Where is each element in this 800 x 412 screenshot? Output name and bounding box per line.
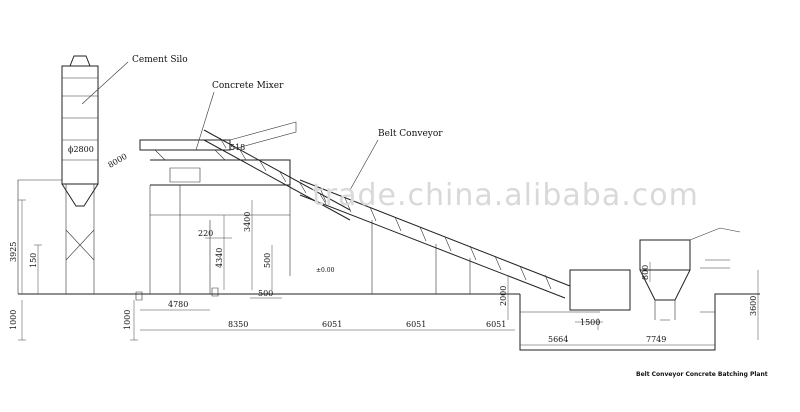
mixer-leader xyxy=(195,91,215,151)
dim-1500: 1500 xyxy=(580,318,600,327)
mixer-platform xyxy=(135,121,297,301)
dim-4340: 4340 xyxy=(215,248,224,268)
dimension-lines xyxy=(18,199,759,346)
silo-leader xyxy=(81,61,129,105)
dim-3400: 3400 xyxy=(243,212,252,232)
dim-6051-b: 6051 xyxy=(406,320,426,329)
watermark: trade.china.alibaba.com xyxy=(312,178,699,213)
dim-8350: 8350 xyxy=(228,320,248,329)
dim-5664: 5664 xyxy=(548,335,568,344)
belt-conveyor-label: Belt Conveyor xyxy=(378,129,443,139)
dim-4780: 4780 xyxy=(168,300,188,309)
dim-2000: 2000 xyxy=(499,286,508,306)
concrete-mixer-label: Concrete Mixer xyxy=(212,81,284,91)
level-mark: ±0.00 xyxy=(316,267,335,274)
dim-6051-c: 6051 xyxy=(486,320,506,329)
conveyor-leader xyxy=(349,139,379,191)
dim-6051-a: 6051 xyxy=(322,320,342,329)
inclined-conveyor-upper xyxy=(203,129,351,221)
dim-8000: 8000 xyxy=(107,152,129,170)
ground-line xyxy=(18,293,760,351)
dim-1000-left: 1000 xyxy=(9,310,18,330)
dim-500-b: 500 xyxy=(263,253,272,268)
caption: Belt Conveyor Concrete Batching Plant xyxy=(636,371,768,378)
dim-800: 800 xyxy=(641,265,650,280)
silo-diameter: ϕ2800 xyxy=(68,145,94,154)
dim-1000-mid: 1000 xyxy=(123,310,132,330)
dim-3600: 3600 xyxy=(749,296,758,316)
dim-518: 518 xyxy=(230,143,245,152)
aggregate-bins xyxy=(569,227,741,321)
dim-220: 220 xyxy=(198,229,213,238)
cement-silo-label: Cement Silo xyxy=(132,55,188,65)
belt-conveyor-truss xyxy=(299,179,571,299)
dim-500-a: 500 xyxy=(258,289,273,298)
dim-3925: 3925 xyxy=(9,242,18,262)
cement-silo xyxy=(17,55,99,294)
dim-150: 150 xyxy=(29,253,38,268)
dim-7749: 7749 xyxy=(646,335,666,344)
